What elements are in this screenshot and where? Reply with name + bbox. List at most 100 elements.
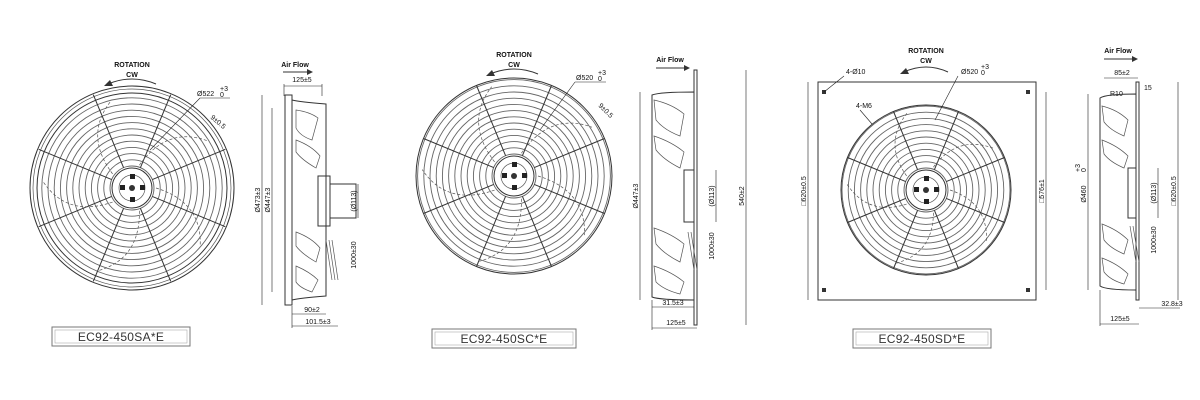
guard-ring bbox=[891, 155, 961, 225]
rotation-direction: CW bbox=[126, 72, 138, 79]
guard-ring bbox=[853, 117, 999, 263]
guard-ring bbox=[903, 167, 949, 213]
terminal-block bbox=[130, 197, 135, 202]
rotation-label: ROTATION bbox=[908, 48, 944, 55]
svg-text:0: 0 bbox=[220, 92, 224, 99]
guard-spoke bbox=[38, 148, 112, 181]
model-label: EC92-450SD*E bbox=[879, 332, 966, 346]
dim-depth-b: 125±5 bbox=[666, 320, 686, 327]
leader-fan-diameter bbox=[149, 97, 201, 151]
terminal-block bbox=[924, 176, 929, 181]
terminal-block bbox=[140, 185, 145, 190]
guard-ring bbox=[448, 110, 580, 242]
hub-center bbox=[511, 173, 517, 179]
guard-ring bbox=[41, 97, 223, 279]
fan-ring-inner bbox=[32, 88, 232, 288]
dim-cable: 1000±30 bbox=[351, 241, 358, 268]
fan-guard-outer bbox=[415, 77, 613, 275]
dim-dia-inner: Ø447±3 bbox=[633, 183, 640, 208]
fan-blade bbox=[155, 187, 201, 246]
guard-spoke bbox=[521, 85, 552, 156]
front-view-sa bbox=[29, 85, 235, 291]
svg-text:0: 0 bbox=[598, 76, 602, 83]
guard-spoke bbox=[139, 94, 172, 168]
guard-spoke bbox=[139, 208, 172, 282]
fan-blade bbox=[521, 122, 593, 154]
guard-ring bbox=[441, 103, 587, 249]
dim-depth-b: 101.5±3 bbox=[305, 319, 330, 326]
guard-ring bbox=[97, 153, 167, 223]
mounting-plate-square bbox=[817, 81, 1037, 301]
guard-ring bbox=[417, 79, 611, 273]
svg-text:+3: +3 bbox=[1075, 164, 1082, 172]
dim-height: □620±0.5 bbox=[1171, 176, 1178, 206]
side-view-sd: Air Flow 85±2 R10 15 Ø460 +3 0 (Ø113) 10… bbox=[1075, 48, 1183, 326]
guard-ring bbox=[59, 115, 205, 261]
fan-blade bbox=[139, 136, 208, 166]
airflow-label: Air Flow bbox=[1104, 48, 1132, 55]
dim-hub: (Ø113) bbox=[709, 185, 716, 206]
guard-ring bbox=[429, 91, 599, 261]
fan-blade bbox=[421, 169, 495, 196]
dim-flange: 15 bbox=[1144, 85, 1152, 92]
svg-text:+3: +3 bbox=[220, 86, 228, 93]
terminal-block bbox=[130, 174, 135, 179]
guard-spoke bbox=[476, 196, 507, 267]
panel-sa: ROTATION CW Ø522 +3 0 9±0.5 Air Flow 125… bbox=[29, 62, 359, 347]
rotation-direction: CW bbox=[920, 58, 932, 65]
fan-blade bbox=[97, 101, 113, 175]
front-view-sd bbox=[840, 104, 1012, 276]
leader-fan-diameter bbox=[539, 81, 576, 131]
fan-blade bbox=[846, 184, 907, 208]
rotation-label: ROTATION bbox=[496, 52, 532, 59]
panel-sc: ROTATION CW Ø520 +3 0 9±0.5 Air Flow Ø44… bbox=[415, 52, 747, 349]
guard-ring bbox=[884, 148, 968, 232]
svg-text:0: 0 bbox=[1081, 168, 1088, 172]
fan-blade bbox=[933, 144, 994, 168]
terminal-block bbox=[120, 185, 125, 190]
guard-ring bbox=[466, 128, 562, 224]
guard-ring bbox=[847, 111, 1005, 269]
model-label-box bbox=[852, 328, 992, 349]
guard-ring bbox=[423, 85, 605, 267]
rotation-arrow-icon bbox=[107, 78, 157, 85]
side-view-sc: Air Flow Ø447±3 (Ø113) 1000±30 540±2 31.… bbox=[633, 57, 747, 330]
guard-spoke bbox=[933, 210, 959, 269]
model-label: EC92-450SA*E bbox=[78, 330, 164, 344]
guard-spoke bbox=[92, 94, 125, 168]
dim-plate-a: □620±0.5 bbox=[801, 176, 808, 206]
fan-blade bbox=[479, 198, 522, 262]
guard-spoke bbox=[893, 210, 919, 269]
dim-fan-diameter: Ø520 bbox=[961, 69, 978, 76]
dim-cable: 1000±30 bbox=[709, 232, 716, 259]
fan-guard-outer bbox=[840, 104, 1012, 276]
fan-blade bbox=[894, 113, 908, 177]
terminal-block bbox=[512, 162, 517, 167]
guard-ring bbox=[485, 147, 543, 205]
fan-blade bbox=[42, 181, 113, 208]
dim-dia-outer: Ø473±3 bbox=[255, 187, 262, 212]
terminal-block bbox=[522, 173, 527, 178]
guard-ring bbox=[435, 97, 593, 255]
guard-spoke bbox=[933, 111, 959, 170]
cable bbox=[325, 239, 333, 281]
guard-ring bbox=[472, 134, 556, 218]
guard-ring bbox=[897, 161, 955, 219]
panel-sd: ROTATION CW 4-Ø10 Ø520 +3 0 4-M6 □620±0.… bbox=[801, 48, 1183, 349]
guard-spoke bbox=[946, 197, 1005, 223]
svg-text:+3: +3 bbox=[981, 64, 989, 71]
guard-spoke bbox=[152, 195, 226, 228]
fan-blade bbox=[896, 212, 934, 264]
fan-blade bbox=[98, 210, 140, 271]
terminal-block bbox=[512, 185, 517, 190]
blade-profile bbox=[653, 99, 685, 137]
svg-text:+3: +3 bbox=[598, 70, 606, 77]
guard-ring bbox=[841, 105, 1011, 275]
guard-spoke bbox=[92, 208, 125, 282]
guard-ring bbox=[878, 142, 974, 238]
dim-fan-diameter: Ø522 bbox=[197, 91, 214, 98]
guard-ring bbox=[491, 153, 537, 199]
guard-ring bbox=[460, 122, 568, 230]
fan-guard-outer bbox=[36, 92, 228, 284]
